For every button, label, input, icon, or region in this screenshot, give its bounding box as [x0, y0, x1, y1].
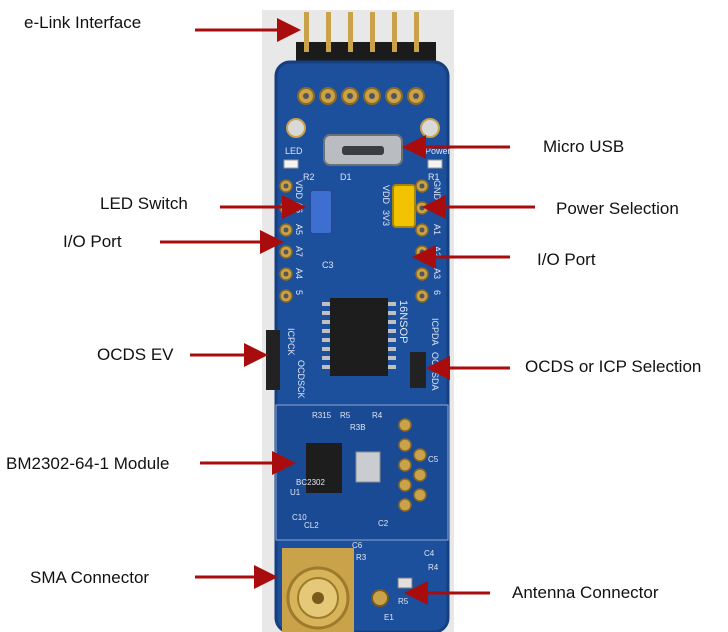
- silk-r2: R2: [303, 172, 315, 182]
- ocds-icp-jumper: [410, 352, 426, 388]
- silk-module-part: C2: [378, 519, 389, 528]
- module-pad: [398, 478, 412, 492]
- mount-hole-top-right: [420, 118, 440, 138]
- silk-module-part: R315: [312, 411, 332, 420]
- silk-module-part: C4: [424, 549, 435, 558]
- silk-module-part: U1: [290, 488, 301, 497]
- silk-left-pin-label: VDD: [294, 180, 304, 200]
- silk-left-pin-label: A5: [294, 224, 304, 235]
- callout-micro-usb: Micro USB: [543, 137, 625, 156]
- ocds-ev-jumper: [266, 330, 280, 390]
- silk-module-part: R3B: [350, 423, 366, 432]
- mount-hole-top-left: [286, 118, 306, 138]
- module-pad: [398, 458, 412, 472]
- silk-power-jumper-vdd: VDD: [381, 185, 391, 205]
- module-pad: [398, 498, 412, 512]
- silk-c3: C3: [322, 260, 334, 270]
- led-switch-jumper: [309, 189, 333, 235]
- silk-d1: D1: [340, 172, 352, 182]
- silk-module-part: C6: [352, 541, 363, 550]
- led-indicator: [283, 159, 299, 169]
- header-pads: [297, 87, 425, 105]
- callout-elink-interface: e-Link Interface: [24, 13, 142, 32]
- callout-io-port-right: I/O Port: [537, 250, 596, 269]
- silk-module-part: R5: [398, 597, 409, 606]
- silk-power: Power: [425, 146, 451, 156]
- sma-connector: [282, 548, 354, 632]
- silk-left-pin-label: 5: [294, 290, 304, 295]
- callout-bm2302-module: BM2302-64-1 Module: [6, 454, 170, 473]
- header-pin: [370, 12, 375, 52]
- silk-ocdsda: OCDSDA: [430, 352, 440, 391]
- silk-left-pin-label: A4: [294, 268, 304, 279]
- module-crystal: [355, 451, 381, 483]
- silk-ic-name: 16NSOP: [397, 300, 409, 343]
- silk-left-pin-label: A6: [294, 202, 304, 213]
- silk-right-pin-label: A3: [432, 268, 442, 279]
- silk-module-part: C5: [428, 455, 439, 464]
- power-selection-jumper: [392, 184, 416, 228]
- callout-ocds-ev: OCDS EV: [97, 345, 174, 364]
- silk-module-part: CL2: [304, 521, 319, 530]
- callout-sma-connector: SMA Connector: [30, 568, 150, 587]
- silk-right-pin-label: GND: [432, 180, 442, 201]
- silk-right-pin-label: 6: [432, 290, 442, 295]
- silk-icpck: ICPCK: [286, 328, 296, 356]
- callout-io-port-left: I/O Port: [63, 232, 122, 251]
- callout-led-switch: LED Switch: [100, 194, 188, 213]
- module-pad: [413, 488, 427, 502]
- silk-right-pin-label: A1: [432, 224, 442, 235]
- ic-16nsop: [330, 298, 388, 376]
- silk-ocdsck: OCDSCK: [296, 360, 306, 399]
- module-chip: [306, 443, 342, 493]
- header-pin: [326, 12, 331, 52]
- power-led-indicator: [427, 159, 443, 169]
- callout-ocds-icp-selection: OCDS or ICP Selection: [525, 357, 702, 376]
- silk-module-part: C10: [292, 513, 307, 522]
- module-pad: [398, 418, 412, 432]
- silk-module-part: BC2302: [296, 478, 325, 487]
- silk-right-pin-label: A0: [432, 202, 442, 213]
- silk-power-jumper-3v3: 3V3: [381, 210, 391, 226]
- silk-module-part: R3: [356, 553, 367, 562]
- silk-module-part: R4: [372, 411, 383, 420]
- silk-led: LED: [285, 146, 303, 156]
- silk-r1: R1: [428, 172, 440, 182]
- module-pad: [398, 438, 412, 452]
- silk-right-pin-label: A2: [432, 246, 442, 257]
- callout-antenna-connector: Antenna Connector: [512, 583, 659, 602]
- header-pin: [304, 12, 309, 52]
- silk-module-part: E1: [384, 613, 394, 622]
- header-pin: [414, 12, 419, 52]
- antenna-connector-pad: [371, 589, 389, 607]
- silk-module-part: R4: [428, 563, 439, 572]
- module-pad: [413, 468, 427, 482]
- silk-module-part: R5: [340, 411, 351, 420]
- callout-power-selection: Power Selection: [556, 199, 679, 218]
- header-pin: [392, 12, 397, 52]
- silk-icpda: ICPDA: [430, 318, 440, 346]
- silk-left-pin-label: A7: [294, 246, 304, 257]
- header-pin: [348, 12, 353, 52]
- module-pad: [413, 448, 427, 462]
